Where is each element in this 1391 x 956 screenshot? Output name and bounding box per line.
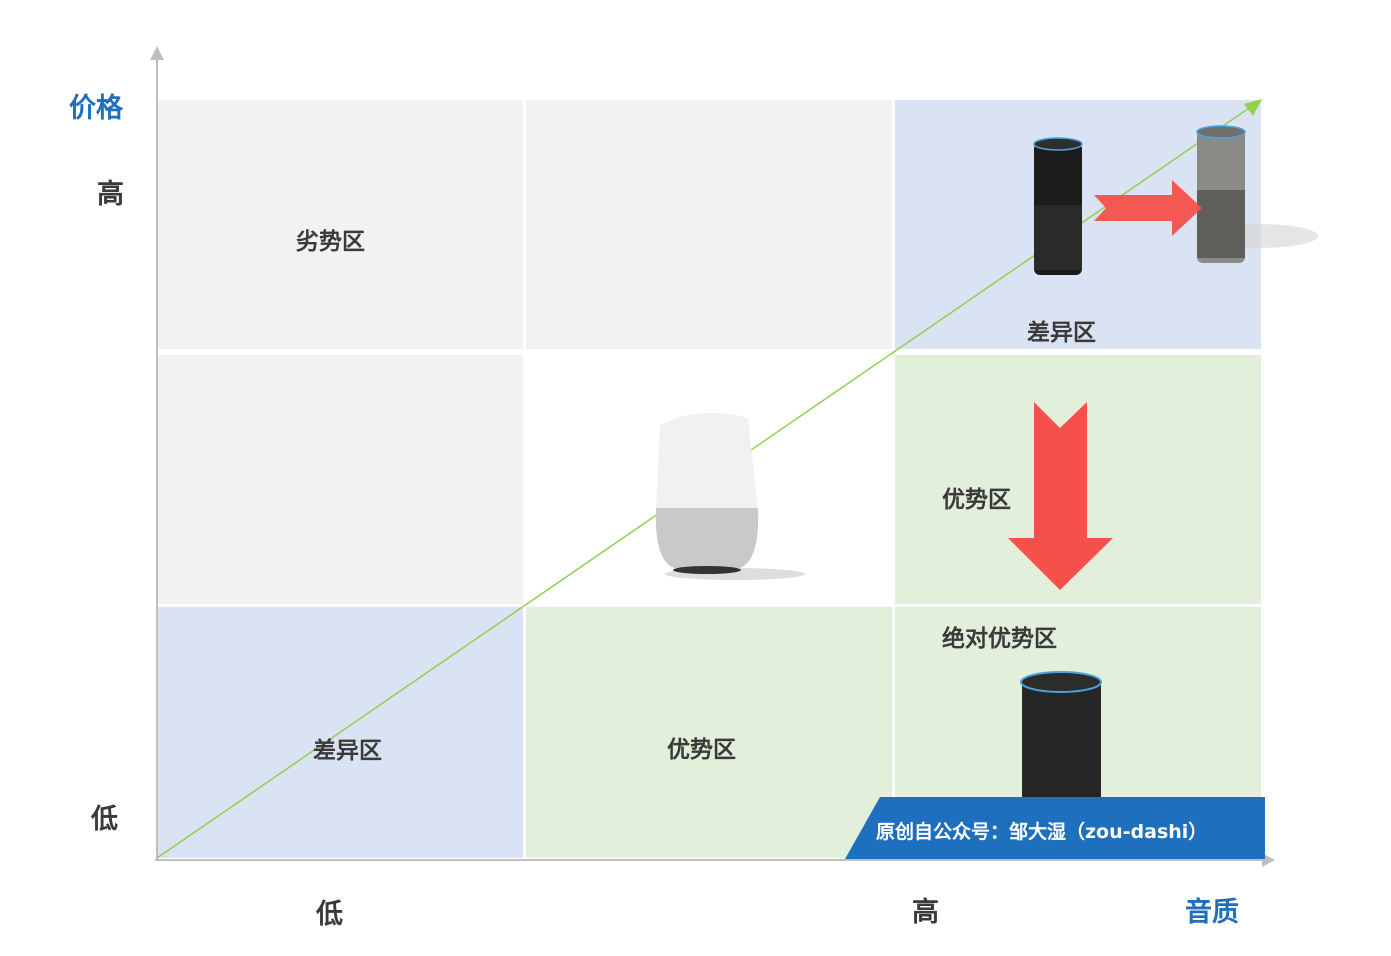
trend-arrow-icon <box>1244 99 1262 116</box>
zone-label-advantage-bottom: 优势区 <box>667 737 736 763</box>
x-axis-title: 音质 <box>1185 897 1239 928</box>
right-arrow-icon <box>1094 180 1202 236</box>
zone-label-absolute-advantage: 绝对优势区 <box>942 626 1057 652</box>
zone-bottom-middle <box>526 607 892 858</box>
x-axis-high: 高 <box>912 897 939 928</box>
source-banner-text: 原创自公众号：邹大湿（zou-dashi） <box>876 821 1208 843</box>
white-speaker-icon <box>655 412 805 580</box>
y-axis-low: 低 <box>91 804 118 835</box>
y-axis-high: 高 <box>97 179 124 210</box>
y-axis-title: 价格 <box>69 93 123 124</box>
zone-middle-left <box>157 355 523 604</box>
fabric-speaker-icon <box>1020 671 1102 800</box>
black-speaker-icon <box>1033 137 1083 275</box>
silver-speaker-icon <box>1196 125 1318 263</box>
zone-label-advantage-right: 优势区 <box>942 487 1011 513</box>
y-axis-arrow-icon <box>150 46 164 60</box>
zone-label-difference-bottom: 差异区 <box>313 738 382 764</box>
banner-background <box>845 797 1265 859</box>
down-arrow-icon <box>1008 402 1113 590</box>
zone-top-middle <box>526 100 892 349</box>
zone-label-inferior: 劣势区 <box>296 229 365 255</box>
x-axis-low: 低 <box>316 899 343 930</box>
zone-top-left <box>157 100 523 349</box>
x-axis-arrow-icon <box>1262 853 1275 867</box>
zone-label-difference-top: 差异区 <box>1027 320 1096 346</box>
